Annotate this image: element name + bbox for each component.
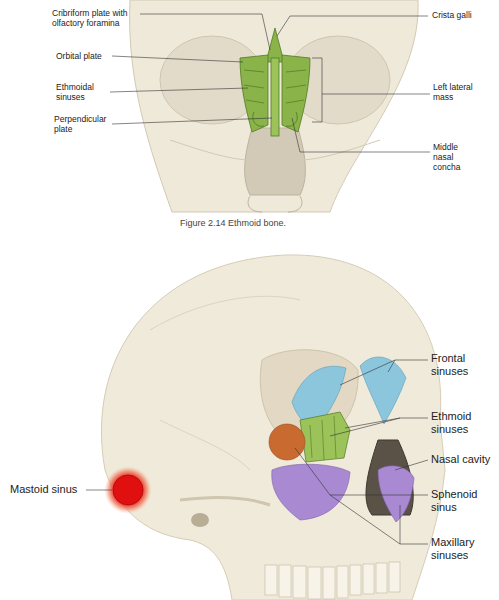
part-label: Cribriform plate with olfactory foramina bbox=[52, 8, 140, 28]
part-label: Middle nasal concha bbox=[433, 142, 475, 173]
part-label: Left lateral mass bbox=[433, 82, 473, 102]
part-label: Ethmoidal sinuses bbox=[56, 82, 108, 102]
skull-lateral bbox=[101, 255, 445, 600]
part-label: Nasal cavity bbox=[431, 453, 497, 466]
part-label: Mastoid sinus bbox=[10, 483, 90, 496]
figure-caption: Figure 2.14 Ethmoid bone. bbox=[180, 218, 286, 228]
part-label: Sphenoid sinus bbox=[431, 488, 497, 514]
leader-lines bbox=[110, 14, 430, 152]
part-label: Ethmoid sinuses bbox=[431, 410, 497, 436]
part-label: Maxillary sinuses bbox=[431, 536, 497, 562]
skull-front bbox=[130, 0, 419, 212]
part-label: Crista galli bbox=[432, 10, 472, 20]
part-label: Frontal sinuses bbox=[431, 352, 497, 378]
sinuses bbox=[104, 357, 414, 522]
part-label: Perpendicular plate bbox=[54, 114, 112, 134]
part-label: Orbital plate bbox=[56, 51, 116, 61]
leader-lines bbox=[86, 360, 428, 544]
ethmoid-bone bbox=[240, 28, 310, 136]
